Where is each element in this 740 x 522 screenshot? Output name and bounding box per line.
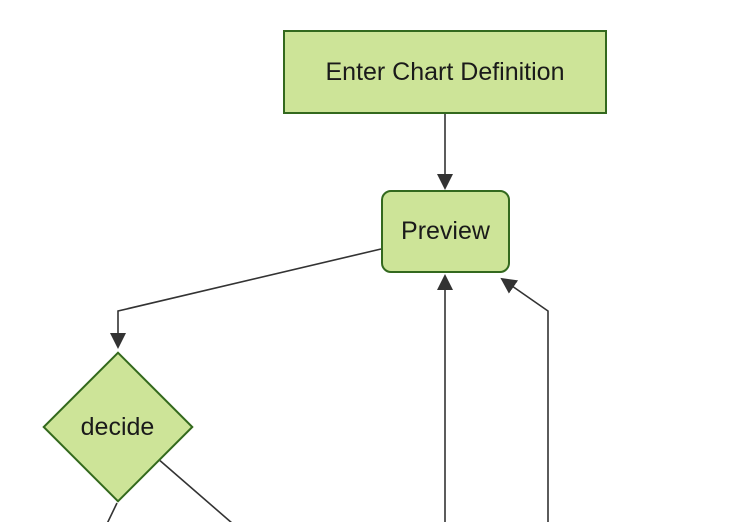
node-preview: Preview	[381, 190, 510, 273]
edge-decide-down-left	[106, 502, 118, 522]
node-decide: decide	[41, 351, 194, 503]
node-enter-chart-definition: Enter Chart Definition	[283, 30, 607, 114]
node-enter-chart-definition-label: Enter Chart Definition	[325, 57, 565, 86]
edge-return-up-to-preview-corner	[500, 277, 549, 522]
edge-decide-down-right	[156, 457, 232, 522]
node-preview-label: Preview	[401, 217, 490, 245]
edge-preview-to-decide	[110, 248, 382, 349]
node-decide-label: decide	[80, 412, 155, 441]
